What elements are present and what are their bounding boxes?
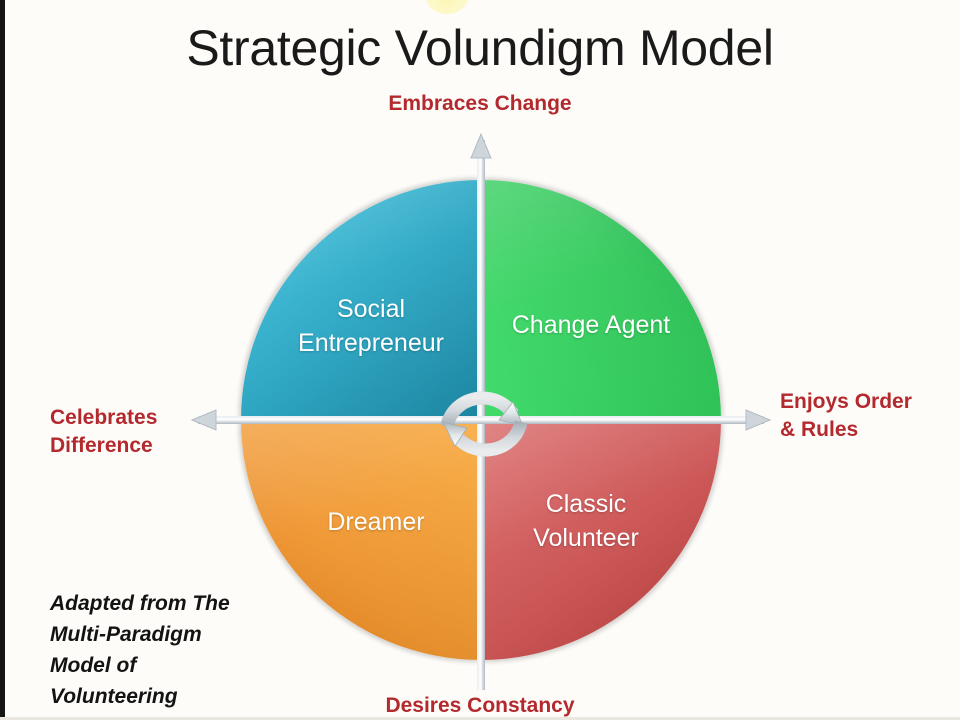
axis-arrow-left-icon	[190, 409, 217, 431]
horizontal-axis-line	[198, 416, 764, 424]
quadrant-label-classic-volunteer: Classic Volunteer	[533, 490, 639, 552]
axis-arrow-up-icon	[470, 132, 492, 159]
quadrant-label-dreamer: Dreamer	[327, 508, 425, 536]
axis-arrow-right-icon	[745, 409, 772, 431]
axis-label-left: Celebrates Difference	[50, 406, 158, 457]
attribution-note: Adapted from The Multi-Paradigm Model of…	[50, 592, 230, 708]
axis-label-bottom: Desires Constancy	[385, 694, 575, 717]
frame-edge-left	[0, 0, 5, 720]
axis-label-top: Embraces Change	[388, 92, 572, 115]
frame-edge-bottom	[0, 717, 960, 720]
vertical-axis-line	[477, 140, 485, 690]
top-edge-blob-decoration	[424, 0, 470, 14]
quadrant-label-social-entrepreneur: Social Entrepreneur	[298, 295, 444, 357]
rotate-arrow-counterclockwise-icon	[442, 420, 528, 457]
rotate-arrow-clockwise-icon	[440, 391, 524, 428]
rotation-arrows-group	[440, 391, 528, 457]
quadrant-label-change-agent: Change Agent	[511, 311, 671, 339]
axis-label-right: Enjoys Order & Rules	[780, 390, 912, 441]
page-title: Strategic Volundigm Model	[186, 20, 774, 76]
